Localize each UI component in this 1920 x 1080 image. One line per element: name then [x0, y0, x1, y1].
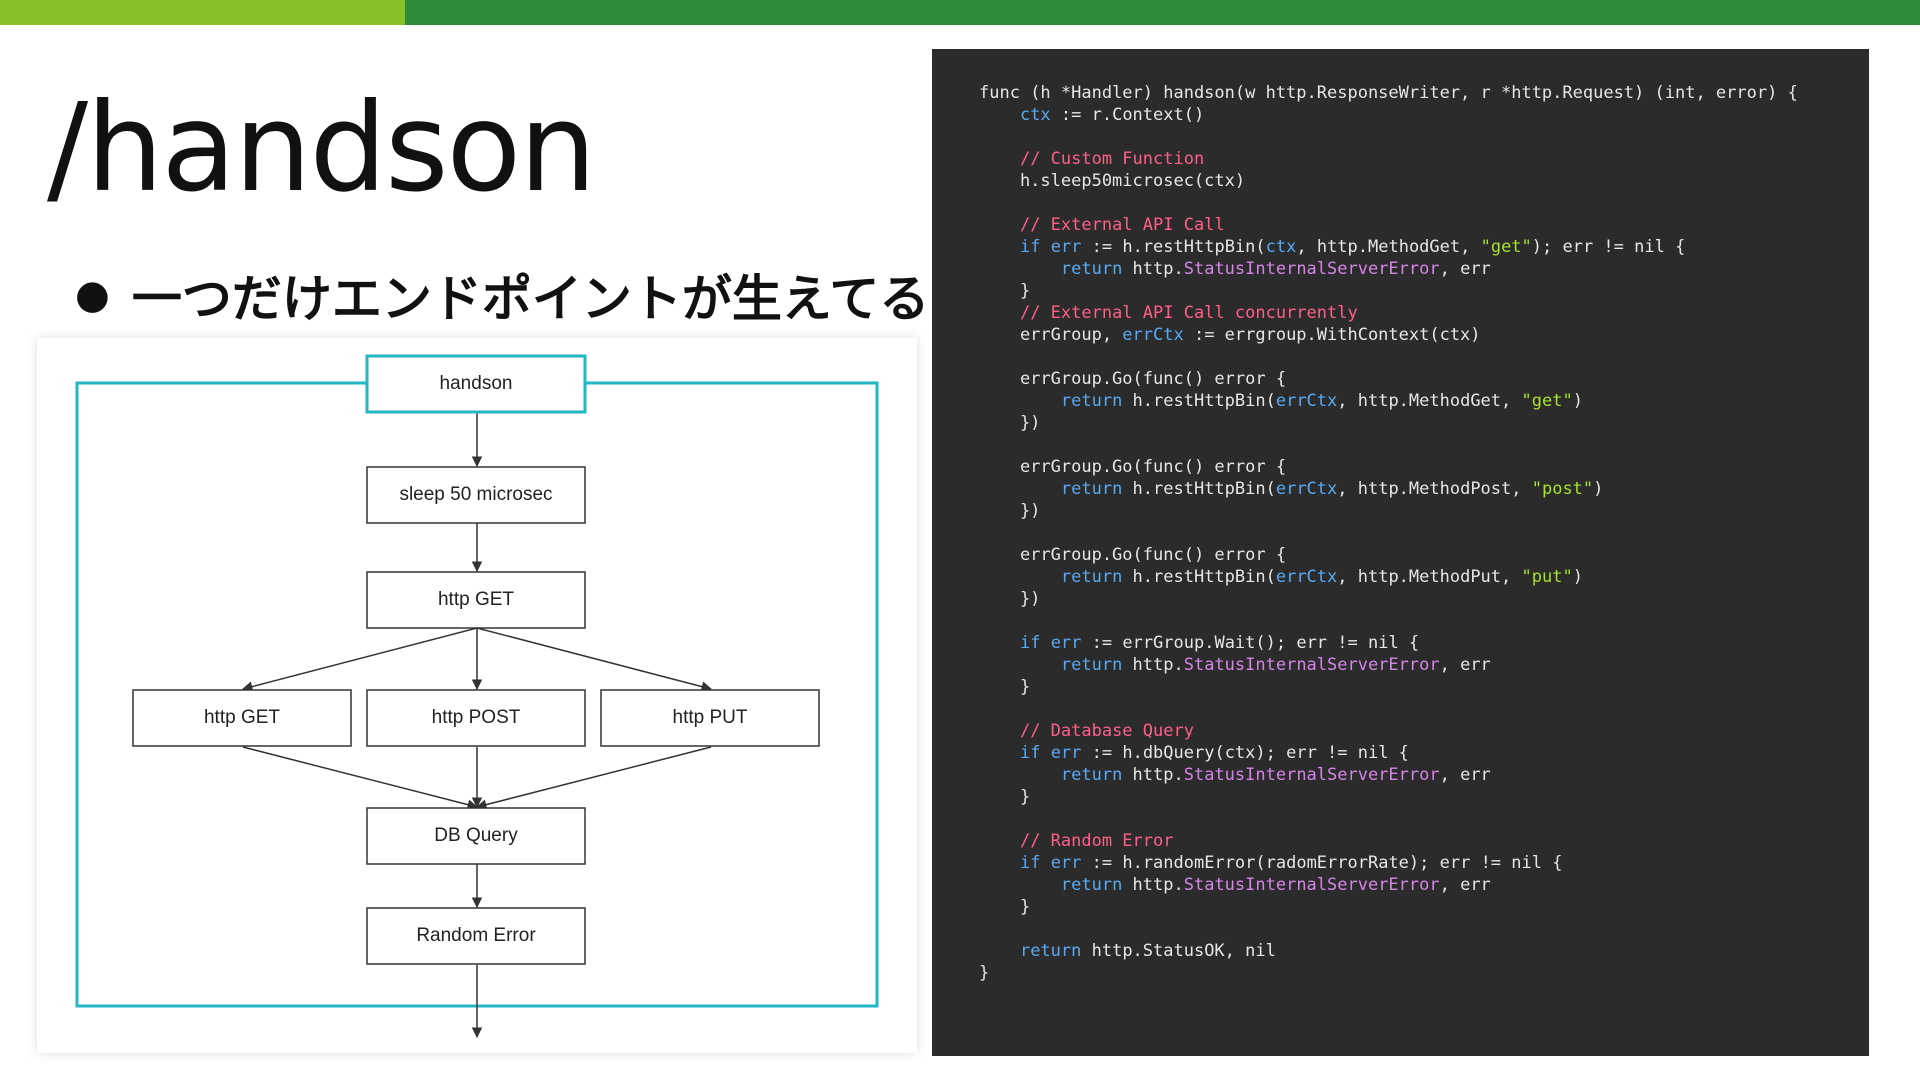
top-accent-bar-light	[0, 0, 405, 25]
node-http-get-concurrent-label: http GET	[204, 707, 280, 728]
edges	[241, 412, 713, 1039]
node-sleep: sleep 50 microsec	[366, 466, 586, 524]
bullet-dot-icon: ●	[75, 272, 110, 318]
node-http-get-concurrent: http GET	[132, 689, 352, 747]
edge-get2-db	[242, 746, 479, 810]
code-line: func (h *Handler) handson(w http.Respons…	[979, 83, 1798, 103]
node-http-post: http POST	[366, 689, 586, 747]
code-line	[979, 192, 1798, 214]
flow-diagram: handson sleep 50 microsec http GET http …	[37, 338, 917, 1053]
code-line: }	[979, 677, 1031, 697]
code-line	[979, 346, 1798, 368]
slide-title: /handson	[47, 77, 596, 219]
code-line: }	[979, 281, 1031, 301]
code-line: if err := h.restHttpBin(ctx, http.Method…	[1019, 237, 1686, 257]
code-line: h.sleep50microsec(ctx)	[979, 171, 1246, 191]
code-line: errGroup.Go(func() error {	[979, 369, 1287, 389]
node-random-error: Random Error	[366, 907, 586, 965]
top-accent-bar-dark	[405, 0, 1920, 25]
code-line: })	[979, 501, 1041, 521]
code-line: if err := h.dbQuery(ctx); err != nil {	[1019, 743, 1409, 763]
code-line	[979, 610, 1798, 632]
code-block: func (h *Handler) handson(w http.Respons…	[979, 82, 1798, 984]
code-line: }	[979, 787, 1031, 807]
code-line	[979, 434, 1798, 456]
code-line: return h.restHttpBin(errCtx, http.Method…	[1060, 479, 1604, 499]
code-line: })	[979, 413, 1041, 433]
code-line: // Custom Function	[1019, 149, 1205, 169]
code-line: // Database Query	[1019, 721, 1194, 741]
code-line: ctx := r.Context()	[1019, 105, 1205, 125]
edge-put-db	[475, 746, 712, 810]
edge-get-get2	[241, 627, 478, 692]
code-line: }	[979, 897, 1031, 917]
code-line: return http.StatusInternalServerError, e…	[1060, 259, 1491, 279]
code-line: return http.StatusOK, nil	[1019, 941, 1276, 961]
bullet-text: 一つだけエンドポイントが生えてる	[131, 270, 930, 328]
code-line: })	[979, 589, 1041, 609]
flow-diagram-svg: handson sleep 50 microsec http GET http …	[75, 354, 879, 1039]
code-line: errGroup.Go(func() error {	[979, 545, 1287, 565]
node-http-put-label: http PUT	[673, 707, 748, 728]
code-line	[979, 918, 1798, 940]
node-http-post-label: http POST	[432, 707, 521, 728]
code-line	[979, 126, 1798, 148]
edge-get-put	[476, 627, 713, 692]
code-line: }	[979, 963, 990, 983]
code-line: errGroup.Go(func() error {	[979, 457, 1287, 477]
code-line: return h.restHttpBin(errCtx, http.Method…	[1060, 391, 1583, 411]
node-http-get-label: http GET	[438, 589, 514, 610]
code-line: errGroup, errCtx := errgroup.WithContext…	[979, 325, 1481, 345]
code-line: return http.StatusInternalServerError, e…	[1060, 875, 1491, 895]
code-line	[979, 522, 1798, 544]
code-line: // Random Error	[1019, 831, 1174, 851]
code-line: if err := errGroup.Wait(); err != nil {	[1019, 633, 1420, 653]
code-line: // External API Call concurrently	[1019, 303, 1358, 323]
code-line	[979, 698, 1798, 720]
node-random-error-label: Random Error	[416, 925, 536, 946]
node-handson-label: handson	[440, 373, 513, 394]
code-line: return http.StatusInternalServerError, e…	[1060, 655, 1491, 675]
code-line: // External API Call	[1019, 215, 1225, 235]
node-handson: handson	[365, 354, 587, 414]
code-line: if err := h.randomError(radomErrorRate);…	[1019, 853, 1563, 873]
code-panel: func (h *Handler) handson(w http.Respons…	[932, 49, 1869, 1056]
code-line	[979, 808, 1798, 830]
node-sleep-label: sleep 50 microsec	[399, 484, 552, 505]
code-line: return http.StatusInternalServerError, e…	[1060, 765, 1491, 785]
node-db-query-label: DB Query	[434, 825, 518, 846]
code-line: return h.restHttpBin(errCtx, http.Method…	[1060, 567, 1583, 587]
node-http-put: http PUT	[600, 689, 820, 747]
node-db-query: DB Query	[366, 807, 586, 865]
node-http-get: http GET	[366, 571, 586, 629]
bullet-point: ● 一つだけエンドポイントが生えてる	[75, 263, 929, 328]
